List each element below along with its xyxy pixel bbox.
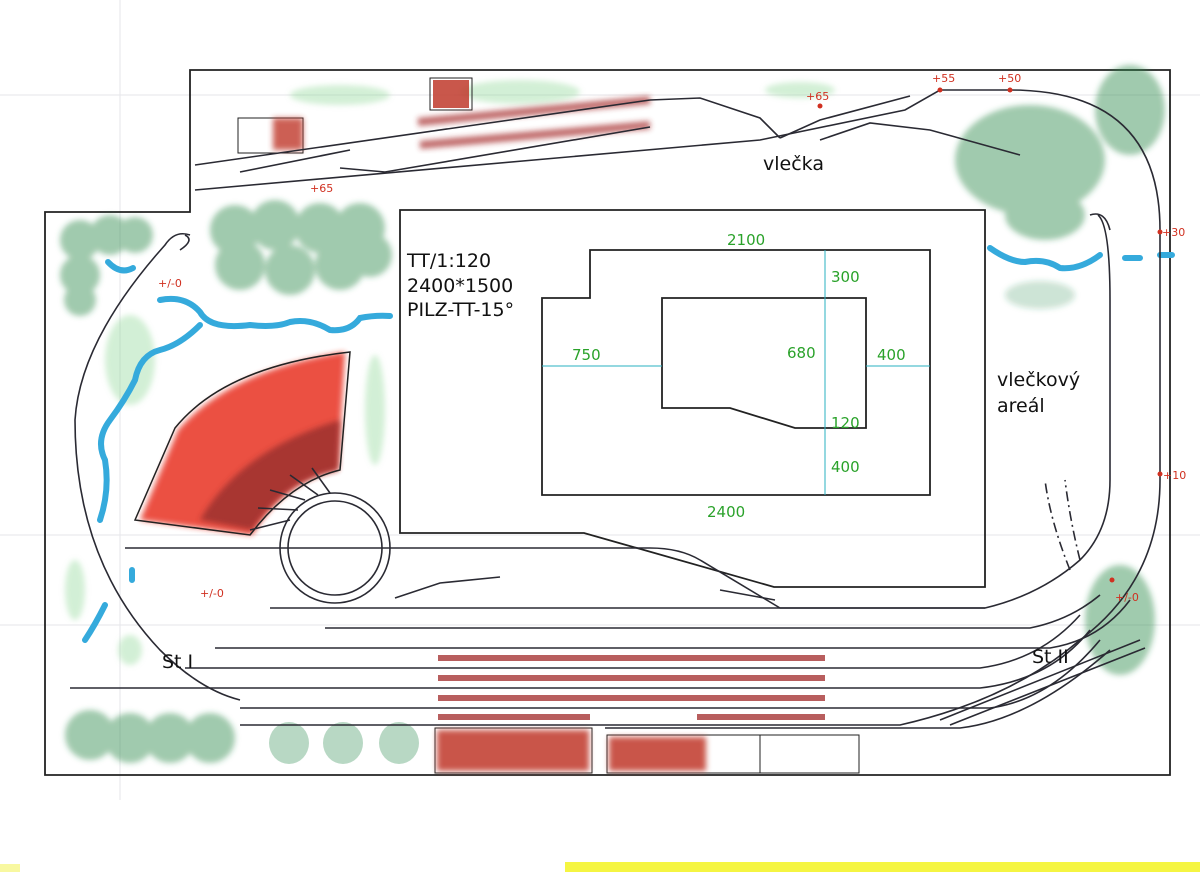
elevation-label: +50: [998, 72, 1021, 85]
dimension-top: 2100: [727, 231, 765, 249]
elevation-label: +30: [1162, 226, 1185, 239]
buildings: [133, 77, 860, 774]
dimension-750: 750: [572, 346, 601, 364]
elevation-label: +/-0: [1115, 591, 1139, 604]
highlight-bar: [565, 862, 1200, 872]
board-outline: [44, 69, 1171, 776]
river-right: [987, 245, 1175, 272]
dimension-680: 680: [787, 344, 816, 362]
size-label: 2400*1500: [407, 275, 513, 297]
elevation-label: +10: [1163, 469, 1186, 482]
system-label: PILZ-TT-15°: [407, 299, 514, 321]
scale-label: TT/1:120: [406, 250, 491, 272]
dimension-400-bottom: 400: [831, 458, 860, 476]
park-trees: [269, 722, 419, 764]
dimension-120: 120: [831, 414, 860, 432]
river-left: [82, 259, 393, 643]
inner-core-outline: [661, 297, 867, 429]
dimension-300: 300: [831, 268, 860, 286]
elevation-label: +65: [806, 90, 829, 103]
track-plan: [70, 89, 1161, 729]
station-2-label: St II: [1032, 646, 1069, 668]
central-module-outline: [399, 209, 986, 588]
dimension-lines: [542, 250, 930, 495]
elevation-label: +/-0: [158, 277, 182, 290]
siding-area-label-1: vlečkový: [997, 369, 1080, 391]
elevation-label: +55: [932, 72, 955, 85]
siding-label: vlečka: [763, 153, 824, 175]
dimension-400-right: 400: [877, 346, 906, 364]
highlight-bar-left: [0, 864, 20, 872]
station-1-label: St I: [162, 651, 193, 673]
siding-area-label-2: areál: [997, 395, 1045, 417]
elevation-label: +/-0: [200, 587, 224, 600]
inner-area-outline: [541, 249, 931, 496]
elevation-markers: [817, 87, 1163, 583]
background-grid: [0, 0, 1200, 800]
elevation-label: +65: [310, 182, 333, 195]
dimension-bottom: 2400: [707, 503, 745, 521]
vegetation: [60, 65, 1165, 763]
